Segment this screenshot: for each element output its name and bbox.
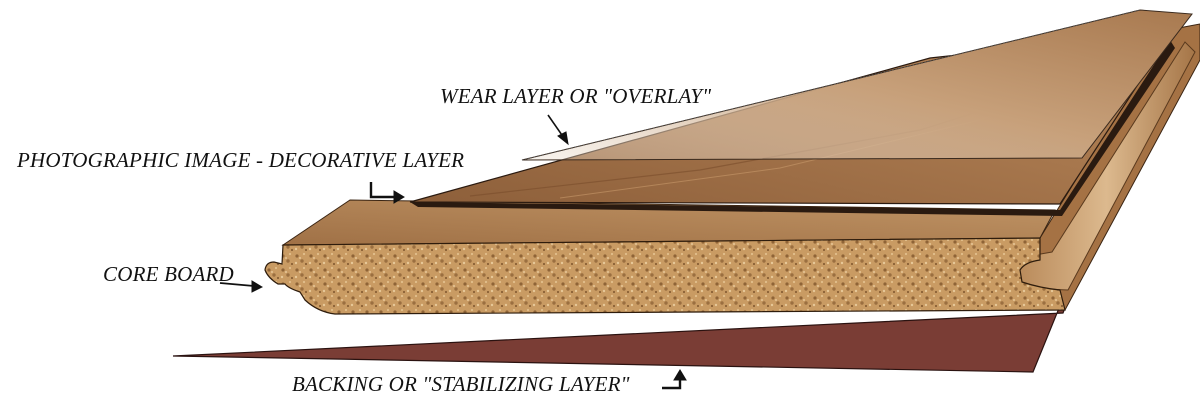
core-board-label: CORE BOARD <box>103 262 234 286</box>
core-board-front <box>264 237 1066 315</box>
decorative-layer-arrow <box>369 182 405 204</box>
backing-layer-label: BACKING OR "STABILIZING LAYER" <box>292 372 630 396</box>
decorative-layer-label: PHOTOGRAPHIC IMAGE - DECORATIVE LAYER <box>17 148 465 172</box>
wear-layer-arrow <box>547 114 569 146</box>
wear-layer-label: WEAR LAYER OR "OVERLAY" <box>440 84 712 108</box>
backing-layer-arrow <box>662 369 687 390</box>
wear-layer-top-edge <box>521 9 1141 161</box>
core-board-arrow <box>219 280 264 293</box>
